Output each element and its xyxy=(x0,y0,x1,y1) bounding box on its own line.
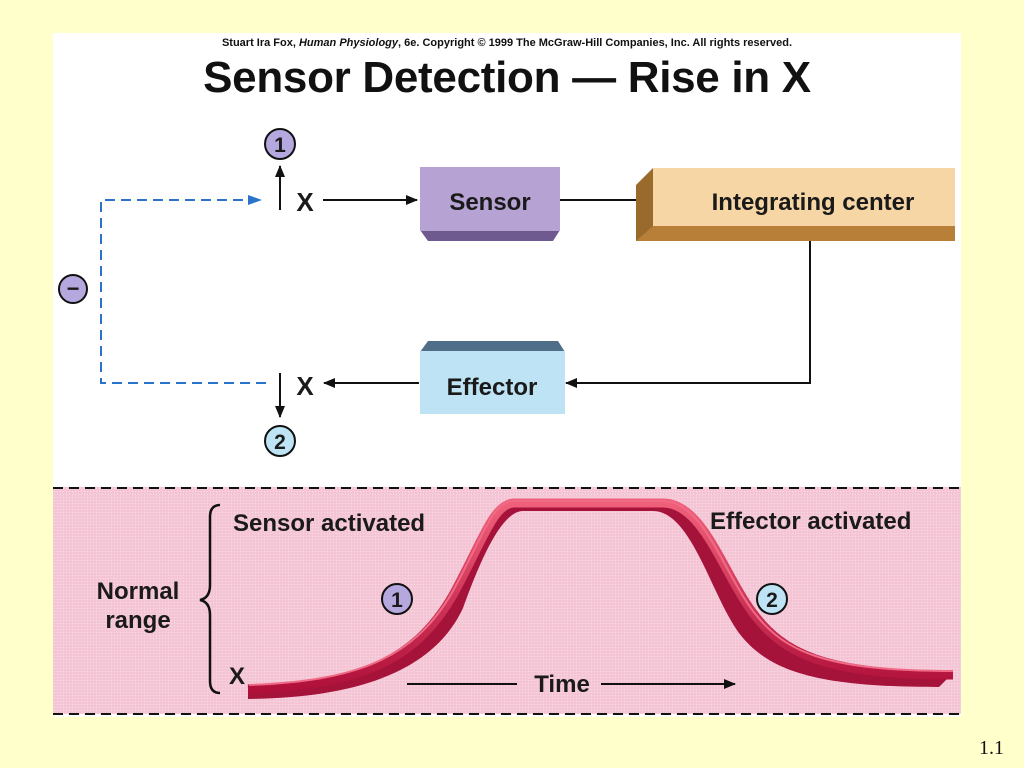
graph-marker-1: 1 xyxy=(381,583,413,615)
normal-range-label-2: range xyxy=(105,607,170,634)
sensor-activated-label: Sensor activated xyxy=(233,510,425,537)
citation-author: Stuart Ira Fox, xyxy=(221,37,299,49)
sensor-box: Sensor xyxy=(420,167,560,241)
slide-number: 1.1 xyxy=(979,737,1004,759)
marker-2-bottom: 2 xyxy=(264,425,296,457)
graph-marker-1-label: 1 xyxy=(391,589,403,612)
graph-x-label: X xyxy=(229,663,245,690)
feedback-diagram: 1 X Sensor Integrating center Effector xyxy=(53,128,961,715)
x-top-label: X xyxy=(296,187,314,217)
x-level-curve xyxy=(247,498,954,699)
x-bottom-label: X xyxy=(296,371,314,401)
effector-label: Effector xyxy=(447,374,538,401)
citation-rest: , 6e. Copyright © 1999 The McGraw-Hill C… xyxy=(398,37,793,49)
normal-range-label-1: Normal xyxy=(97,578,180,605)
graph-marker-2-label: 2 xyxy=(766,589,778,612)
effector-activated-label: Effector activated xyxy=(710,508,911,535)
citation: Stuart Ira Fox, Human Physiology, 6e. Co… xyxy=(53,37,961,49)
normal-range-brace xyxy=(199,503,221,695)
graph-marker-2: 2 xyxy=(756,583,788,615)
effector-box: Effector xyxy=(420,341,565,414)
marker-2-bottom-label: 2 xyxy=(274,431,286,454)
marker-1-top-label: 1 xyxy=(274,134,286,157)
negative-sign: − xyxy=(58,274,88,304)
sensor-label: Sensor xyxy=(449,189,530,216)
negative-sign-label: − xyxy=(67,276,80,301)
marker-1-top: 1 xyxy=(264,128,296,160)
citation-book: Human Physiology xyxy=(298,37,399,49)
page-title: Sensor Detection — Rise in X xyxy=(203,53,811,102)
slide-panel: Stuart Ira Fox, Human Physiology, 6e. Co… xyxy=(53,33,961,717)
integrating-center-box: Integrating center xyxy=(636,168,955,241)
time-label: Time xyxy=(534,671,590,698)
negative-feedback-loop xyxy=(100,195,266,384)
arrow-integrating-to-effector xyxy=(565,241,811,388)
integrating-center-label: Integrating center xyxy=(712,189,915,216)
